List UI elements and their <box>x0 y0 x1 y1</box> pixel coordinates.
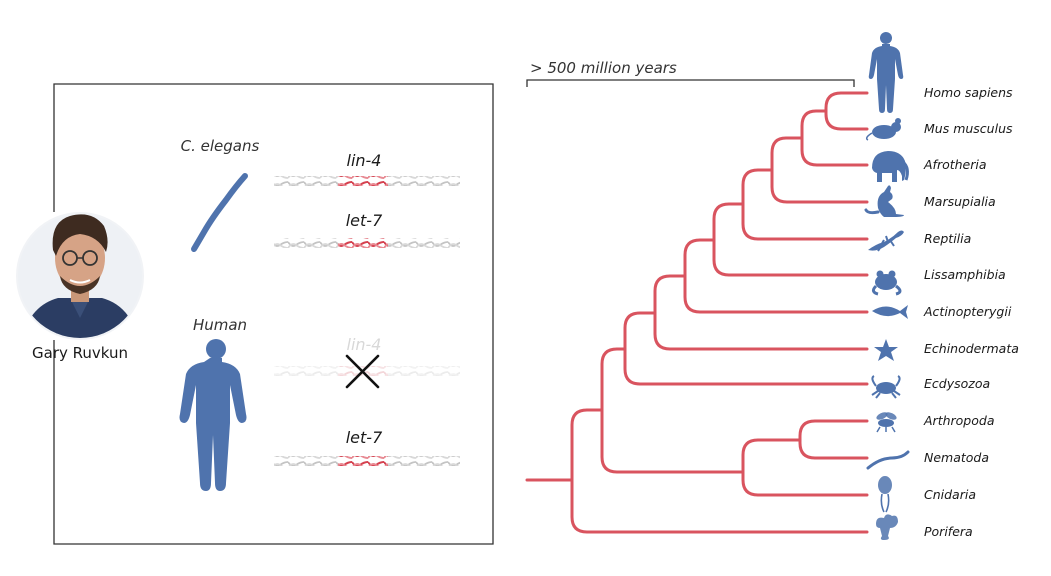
human-icon <box>179 339 247 491</box>
starfish-icon <box>874 339 898 361</box>
panel-frame <box>53 83 494 545</box>
dna-strand-let7 <box>274 238 460 248</box>
taxon-label-homo-sapiens: Homo sapiens <box>924 85 1013 100</box>
taxon-label-actinopterygii: Actinopterygii <box>923 304 1012 319</box>
human-label: Human <box>193 316 247 334</box>
human-icon <box>868 32 904 113</box>
worm-icon <box>191 173 248 252</box>
crab-icon <box>871 375 901 399</box>
taxon-label-arthropoda: Arthropoda <box>923 413 994 428</box>
taxon-label-marsupialia: Marsupialia <box>924 194 996 209</box>
worm-icon <box>866 450 910 470</box>
taxon-label-echinodermata: Echinodermata <box>924 341 1019 356</box>
taxon-label-reptilia: Reptilia <box>924 231 971 246</box>
timescale-bracket <box>526 79 855 87</box>
taxon-label-afrotheria: Afrotheria <box>923 157 987 172</box>
elephant-icon <box>872 151 909 182</box>
taxon-label-porifera: Porifera <box>924 524 973 539</box>
person-name: Gary Ruvkun <box>32 344 128 362</box>
phylogenetic-tree <box>525 91 869 534</box>
taxon-label-nematoda: Nematoda <box>924 450 989 465</box>
taxon-label-cnidaria: Cnidaria <box>924 487 976 502</box>
cross-icon <box>345 354 380 389</box>
dna-strand-let7-human <box>274 456 460 466</box>
portrait-avatar <box>16 212 144 340</box>
fly-icon <box>876 412 897 433</box>
mouse-icon <box>865 118 901 141</box>
fish-icon <box>872 305 908 319</box>
gene-label-let7: let-7 <box>346 211 383 230</box>
gene-label-lin4: lin-4 <box>347 151 382 170</box>
gene-label-lin4-absent: lin-4 <box>347 335 382 354</box>
jellyfish-icon <box>878 476 892 513</box>
sponge-icon <box>876 514 898 540</box>
gene-label-let7-human: let-7 <box>346 428 383 447</box>
taxa-labels: Homo sapiens Mus musculus Afrotheria Mar… <box>923 85 1019 539</box>
dna-strand-lin4 <box>274 176 460 186</box>
lizard-icon <box>868 230 904 252</box>
taxon-label-lissamphibia: Lissamphibia <box>924 267 1006 282</box>
kangaroo-icon <box>864 185 904 217</box>
taxon-label-mus-musculus: Mus musculus <box>924 121 1013 136</box>
worm-label: C. elegans <box>181 137 260 155</box>
frog-icon <box>871 270 902 296</box>
timescale-label: > 500 million years <box>530 59 677 77</box>
taxon-label-ecdysozoa: Ecdysozoa <box>924 376 990 391</box>
